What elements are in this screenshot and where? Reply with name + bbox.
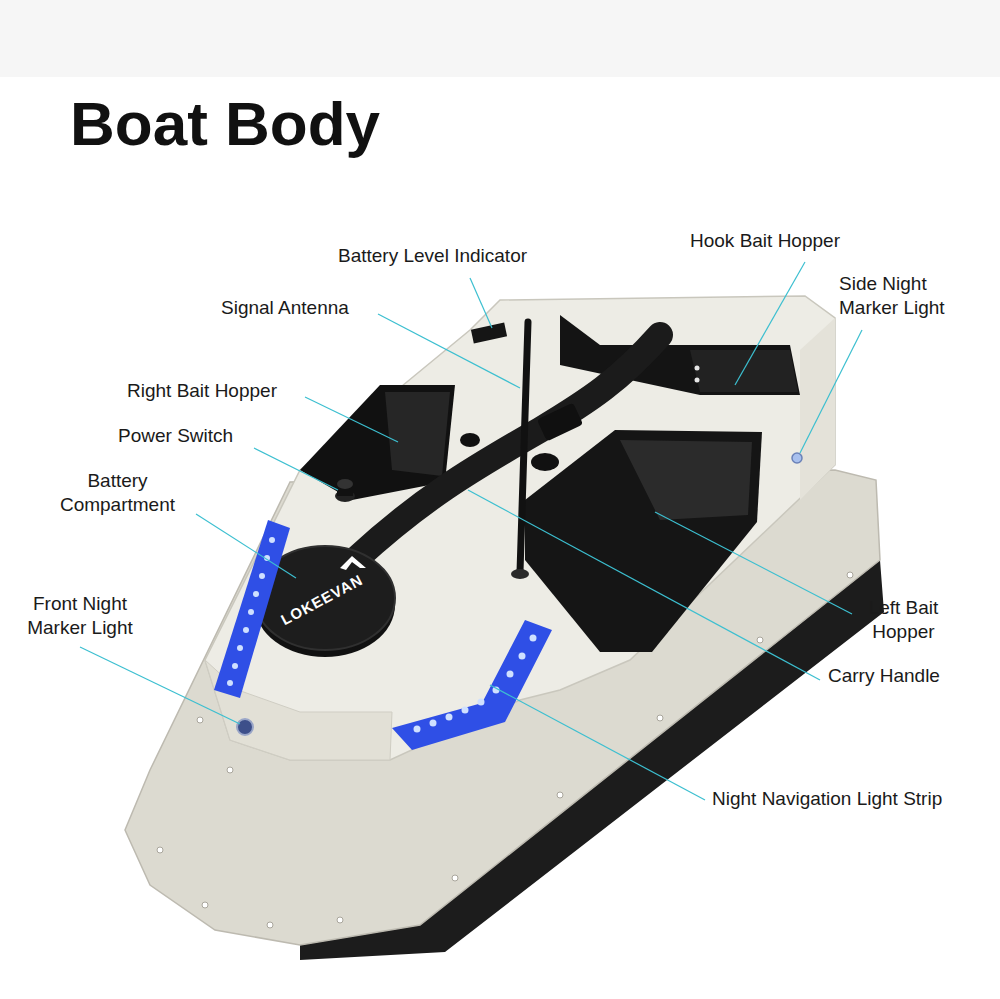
part-label: Hook Bait Hopper — [690, 229, 840, 253]
top-band — [0, 0, 1000, 77]
part-label: Night Navigation Light Strip — [712, 787, 942, 811]
part-label: Right Bait Hopper — [127, 379, 277, 403]
part-label: Battery Compartment — [40, 469, 195, 517]
page-title: Boat Body — [70, 88, 380, 160]
part-label: Carry Handle — [828, 664, 940, 688]
part-label: Battery Level Indicator — [338, 244, 527, 268]
part-label: Power Switch — [118, 424, 233, 448]
part-label: Signal Antenna — [221, 296, 349, 320]
part-label: Left Bait Hopper — [856, 596, 951, 644]
part-label: Front Night Marker Light — [15, 592, 145, 640]
part-label: Side Night Marker Light — [839, 272, 964, 320]
brand-logo-text: LOKEEVAN — [278, 571, 366, 629]
